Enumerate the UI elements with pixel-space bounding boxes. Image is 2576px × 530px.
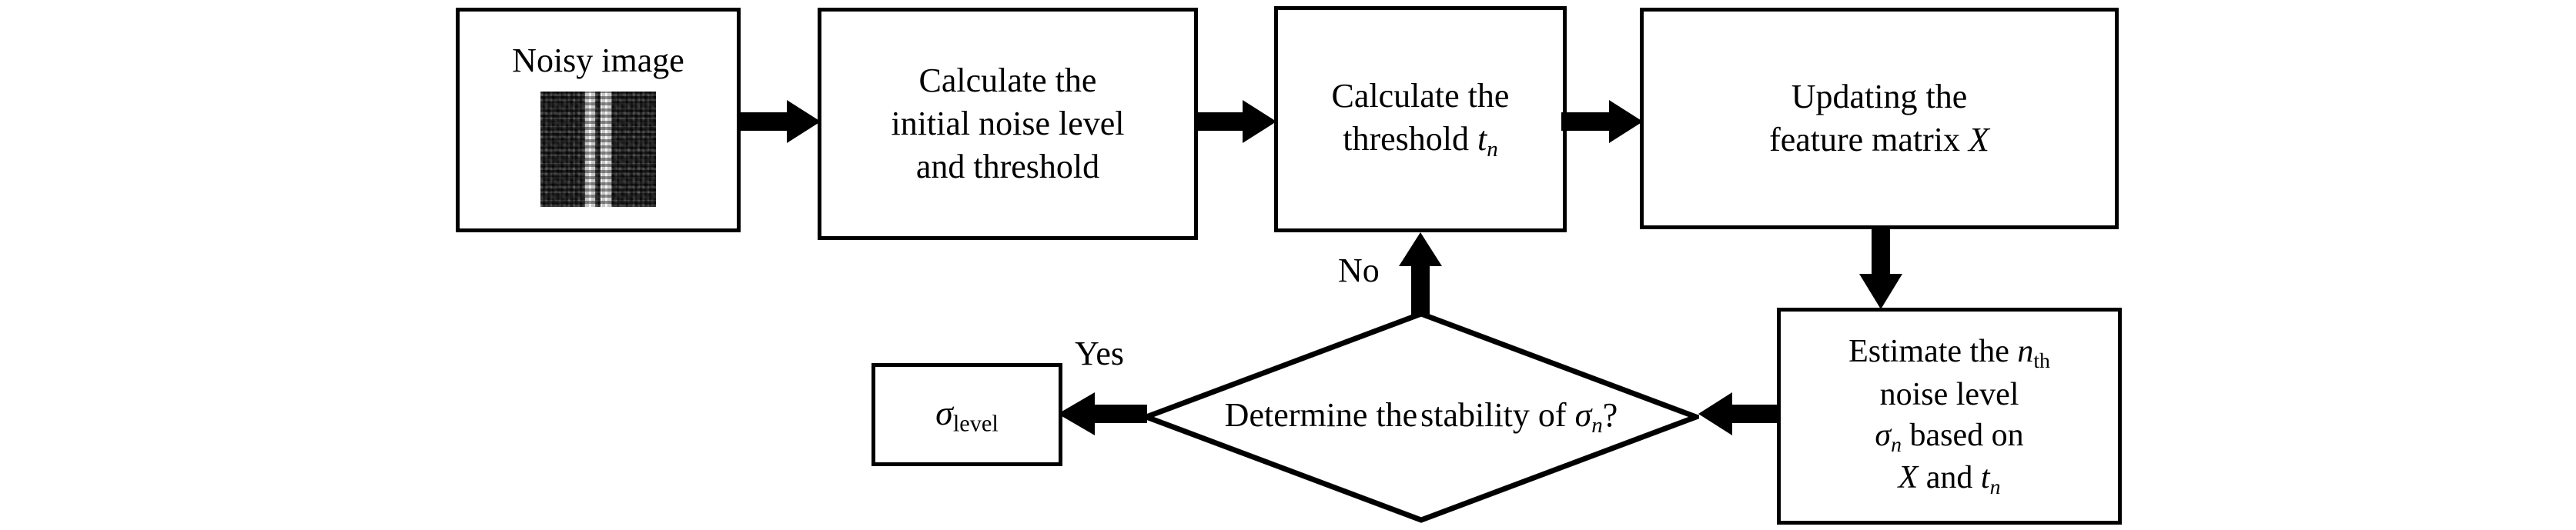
node-calculate-threshold[interactable]: Calculate the threshold tn (1274, 6, 1567, 232)
edge-label-yes: Yes (1075, 335, 1125, 372)
arrow-estimate-noise-to-decision (1698, 392, 1780, 435)
node-estimate-noise-line-2: noise level (1879, 376, 2019, 412)
node-update-matrix-var: X (1969, 121, 1989, 158)
bright-stripe-right (601, 92, 611, 208)
node-calc-initial-line-2: initial noise level (891, 104, 1125, 142)
node-estimate-noise-line-3: σn based on (1875, 415, 2023, 458)
node-decision-line-1: Determine the (1224, 396, 1418, 435)
noise-grain-layer (540, 92, 656, 208)
node-decision-var-sigma: σ (1574, 396, 1592, 435)
node-estimate-noise-sub-n: n (1891, 432, 1902, 457)
node-estimate-noise-line-1: Estimate the nth (1848, 332, 2050, 374)
node-update-matrix-line-2-prefix: feature matrix (1769, 121, 1969, 158)
node-updating-feature-matrix[interactable]: Updating the feature matrix X (1640, 8, 2119, 229)
node-estimate-noise-line-4: X and tn (1899, 458, 2001, 500)
arrow-noisy-to-calc-initial (739, 100, 821, 143)
node-decision-stability[interactable]: Determine the stability of σn? (1143, 311, 1699, 523)
node-estimate-noise-line-4-mid: and (1918, 460, 1981, 496)
node-update-matrix-line-1: Updating the (1791, 77, 1968, 115)
node-calc-threshold-line-2: threshold tn (1343, 118, 1498, 164)
node-noisy-image-label: Noisy image (512, 41, 684, 79)
node-calc-initial-line-1: Calculate the (918, 61, 1097, 99)
node-sigma-level-output[interactable]: σlevel (871, 363, 1062, 466)
edge-label-no: No (1338, 252, 1380, 289)
node-estimate-noise-sub-n2: n (1989, 475, 2001, 499)
node-sigma-level-text: σlevel (935, 391, 999, 438)
arrow-calc-threshold-to-update-matrix (1561, 100, 1643, 143)
arrow-calc-initial-to-calc-threshold (1195, 100, 1276, 143)
node-decision-line-2-suffix: ? (1602, 396, 1618, 435)
node-estimate-noise-line-3-suffix: based on (1901, 418, 2024, 454)
node-sigma-level-var: σ (935, 392, 953, 432)
node-estimate-noise-var-n: n (2017, 334, 2034, 370)
bright-stripe-left (585, 92, 595, 208)
node-decision-sub-n: n (1591, 413, 1603, 438)
node-calc-threshold-line-1: Calculate the (1331, 76, 1510, 115)
node-update-matrix-line-2: feature matrix X (1769, 118, 1989, 162)
node-estimate-noise-sub-th: th (2033, 348, 2050, 373)
node-calc-threshold-line-2-prefix: threshold (1343, 120, 1477, 158)
arrow-decision-no-to-calc-threshold (1399, 232, 1442, 315)
node-calc-threshold-var: t (1477, 120, 1487, 158)
decision-diamond-text: Determine the stability of σn? (1143, 393, 1699, 441)
node-estimate-noise-var-t: t (1980, 460, 1990, 496)
node-estimate-noise-line-1-prefix: Estimate the (1848, 334, 2018, 370)
arrow-decision-yes-to-sigma-level (1058, 392, 1147, 435)
node-calculate-initial-noise-level[interactable]: Calculate the initial noise level and th… (818, 8, 1198, 240)
arrow-update-matrix-to-estimate-noise (1859, 226, 1902, 309)
node-estimate-noise-level[interactable]: Estimate the nth noise level σn based on… (1777, 308, 2122, 525)
node-estimate-noise-var-sigma: σ (1875, 418, 1892, 454)
node-calc-threshold-sub: n (1487, 137, 1498, 162)
decision-diamond-outline (1143, 311, 1699, 523)
node-sigma-level-sub: level (952, 410, 999, 437)
node-decision-line-2-prefix: stability of (1420, 396, 1575, 435)
node-calc-initial-line-3: and threshold (915, 148, 1100, 186)
node-estimate-noise-var-X: X (1898, 460, 1919, 496)
node-noisy-image[interactable]: Noisy image (456, 8, 741, 232)
node-decision-line-2: stability of σn? (1420, 396, 1618, 438)
noisy-image-thumbnail (540, 92, 656, 208)
